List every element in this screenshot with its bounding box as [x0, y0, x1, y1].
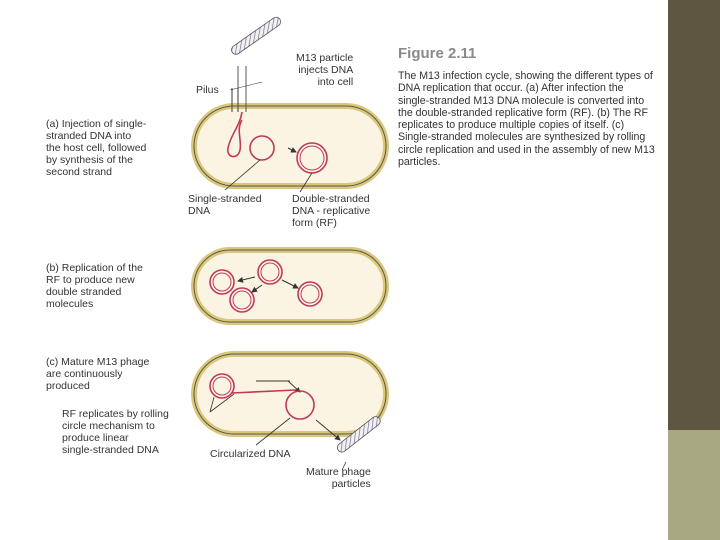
pilus-label: Pilus — [196, 84, 219, 96]
panel-a-cell — [194, 106, 386, 186]
figure-title: Figure 2.11 — [398, 45, 476, 62]
dsdna-rf-label: Double-stranded DNA - replicative form (… — [292, 193, 370, 229]
panel-a-label: (a) Injection of single- stranded DNA in… — [46, 118, 146, 178]
panel-b-cell — [194, 250, 386, 322]
rolling-circle-label: RF replicates by rolling circle mechanis… — [62, 408, 169, 456]
m13-particle-label: M13 particle injects DNA into cell — [296, 52, 353, 88]
panel-c-cell — [194, 354, 386, 434]
mature-phage-label: Mature phage particles — [306, 466, 371, 490]
circularized-dna-label: Circularized DNA — [210, 448, 291, 460]
ssdna-label: Single-stranded DNA — [188, 193, 262, 217]
panel-c-label: (c) Mature M13 phage are continuously pr… — [46, 356, 149, 392]
panel-b-label: (b) Replication of the RF to produce new… — [46, 262, 143, 310]
injecting-m13-particle — [230, 15, 283, 112]
figure-caption: The M13 infection cycle, showing the dif… — [398, 70, 656, 168]
